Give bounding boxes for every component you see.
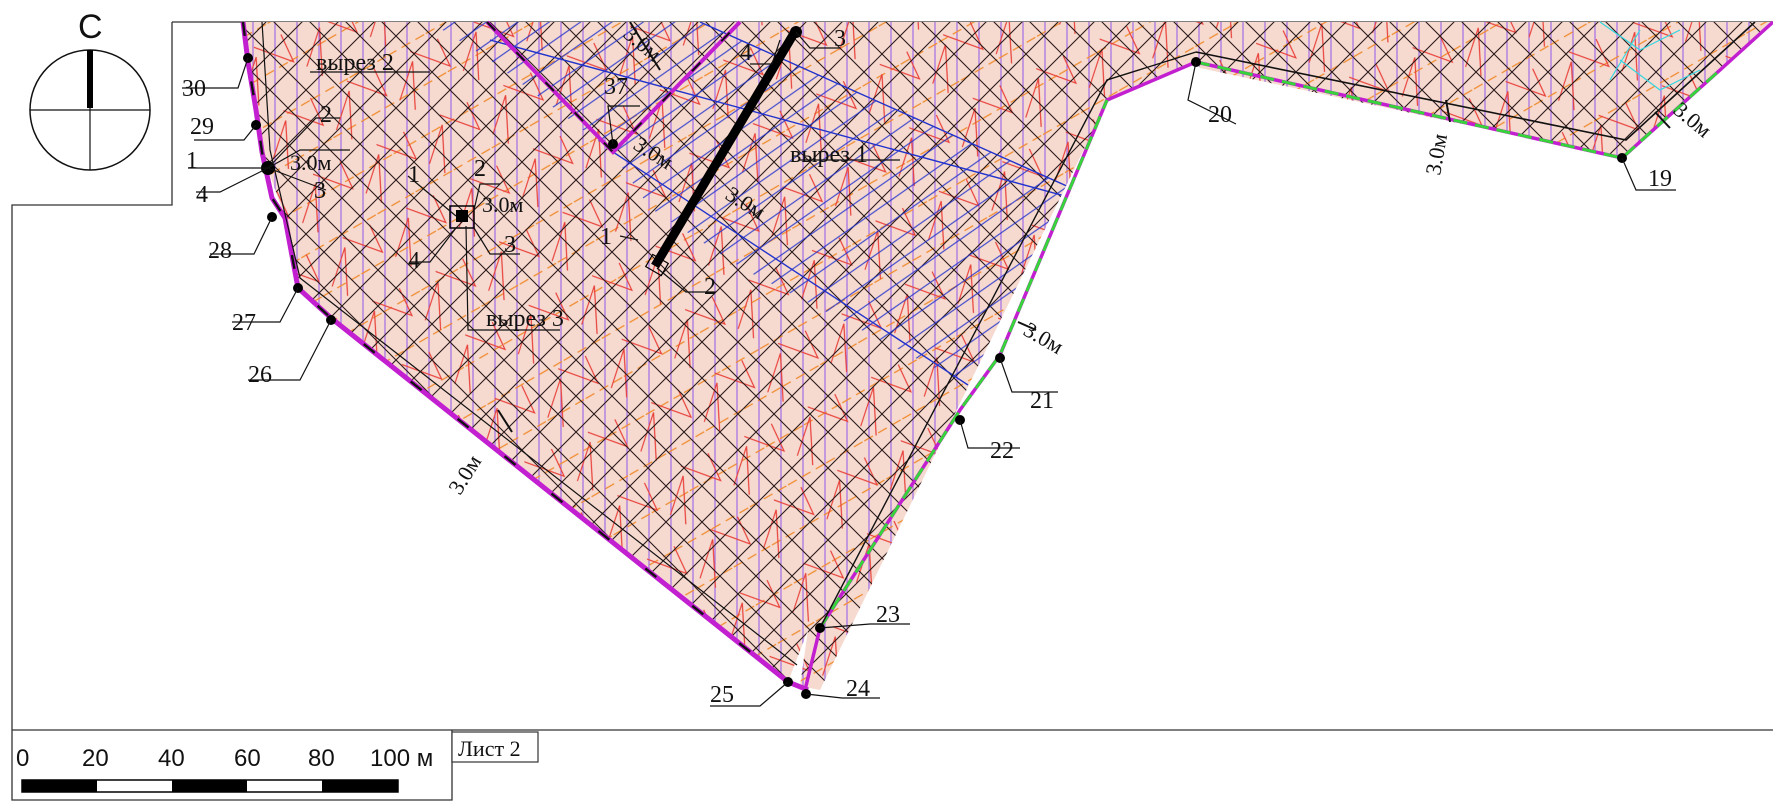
point-28: 28 — [208, 238, 232, 264]
scale-tick-80: 80 — [308, 745, 335, 772]
corner-e2-2: 2 — [320, 102, 332, 128]
point-27: 27 — [232, 310, 256, 336]
point-29: 29 — [190, 114, 214, 140]
point-23: 23 — [876, 602, 900, 628]
excerpt-label-3: вырез 3 — [486, 306, 564, 332]
north-letter: С — [78, 8, 103, 46]
excerpt-3-square — [449, 205, 475, 229]
point-19: 19 — [1648, 166, 1672, 192]
sheet-label: Лист 2 — [458, 736, 521, 761]
offset-label-e3: 3.0м — [482, 192, 524, 217]
scale-tick-20: 20 — [82, 745, 109, 772]
sheet-box: Лист 2 — [451, 731, 539, 763]
point-22: 22 — [990, 438, 1014, 464]
corner-e3-4: 4 — [408, 248, 420, 274]
scale-bar: 0 20 40 60 80 100 м — [16, 745, 433, 793]
offset-label-bottom: 3.0м — [443, 450, 486, 498]
excerpt-1-band — [430, 22, 1099, 386]
corner-e2-4: 4 — [196, 182, 208, 208]
point-25: 25 — [710, 682, 734, 708]
corner-e1-1: 1 — [600, 224, 612, 250]
scale-tick-0: 0 — [16, 745, 29, 772]
leader-lines — [182, 31, 1676, 707]
scale-tick-100: 100 м — [370, 745, 433, 772]
offset-label-right: 3.0м — [1020, 317, 1068, 359]
point-37: 37 — [604, 74, 628, 100]
corner-e2-1: 1 — [186, 148, 198, 174]
corner-e3-2: 2 — [474, 156, 486, 182]
excerpt-label-1: вырез 1 — [790, 142, 868, 168]
point-20: 20 — [1208, 102, 1232, 128]
point-21: 21 — [1030, 388, 1054, 414]
point-30: 30 — [182, 76, 206, 102]
corner-e2-3: 3 — [314, 178, 326, 204]
corner-e1-3: 3 — [834, 26, 846, 52]
offset-label-upper-right: 3.0м — [1420, 132, 1452, 177]
corner-e3-1: 1 — [408, 162, 420, 188]
corner-e3-3: 3 — [504, 232, 516, 258]
cyan-fragment — [1599, 21, 1701, 91]
north-arrow: С — [29, 8, 151, 171]
excerpt-label-2: вырез 2 — [316, 50, 394, 76]
point-24: 24 — [846, 676, 870, 702]
corner-e1-2: 2 — [704, 274, 716, 300]
point-26: 26 — [248, 362, 272, 388]
scale-tick-60: 60 — [234, 745, 261, 772]
corner-e1-4: 4 — [740, 40, 752, 66]
offset-label-e2: 3.0м — [290, 150, 332, 175]
offset-ticks — [497, 21, 1671, 433]
boundary — [240, 20, 1773, 693]
scale-tick-40: 40 — [158, 745, 185, 772]
